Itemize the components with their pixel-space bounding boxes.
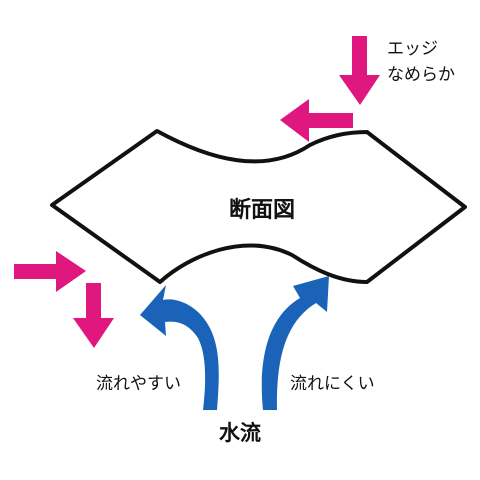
edge-label-line1: エッジ [387,39,438,59]
bottom-down-arrow-icon [73,283,114,348]
water-flow-label: 水流 [219,421,261,445]
top-left-arrow-icon [280,99,353,142]
section-title: 断面図 [229,197,295,223]
flow-hard-label: 流れにくい [290,374,375,394]
flow-easy-label: 流れやすい [96,374,181,394]
bottom-right-arrow-icon [14,251,86,292]
edge-label-line2: なめらか [387,65,455,85]
top-down-arrow-icon [339,36,380,105]
flow-right-arrow-icon [261,276,329,410]
flow-left-arrow-icon [140,285,219,410]
cross-section-outline [50,129,467,284]
